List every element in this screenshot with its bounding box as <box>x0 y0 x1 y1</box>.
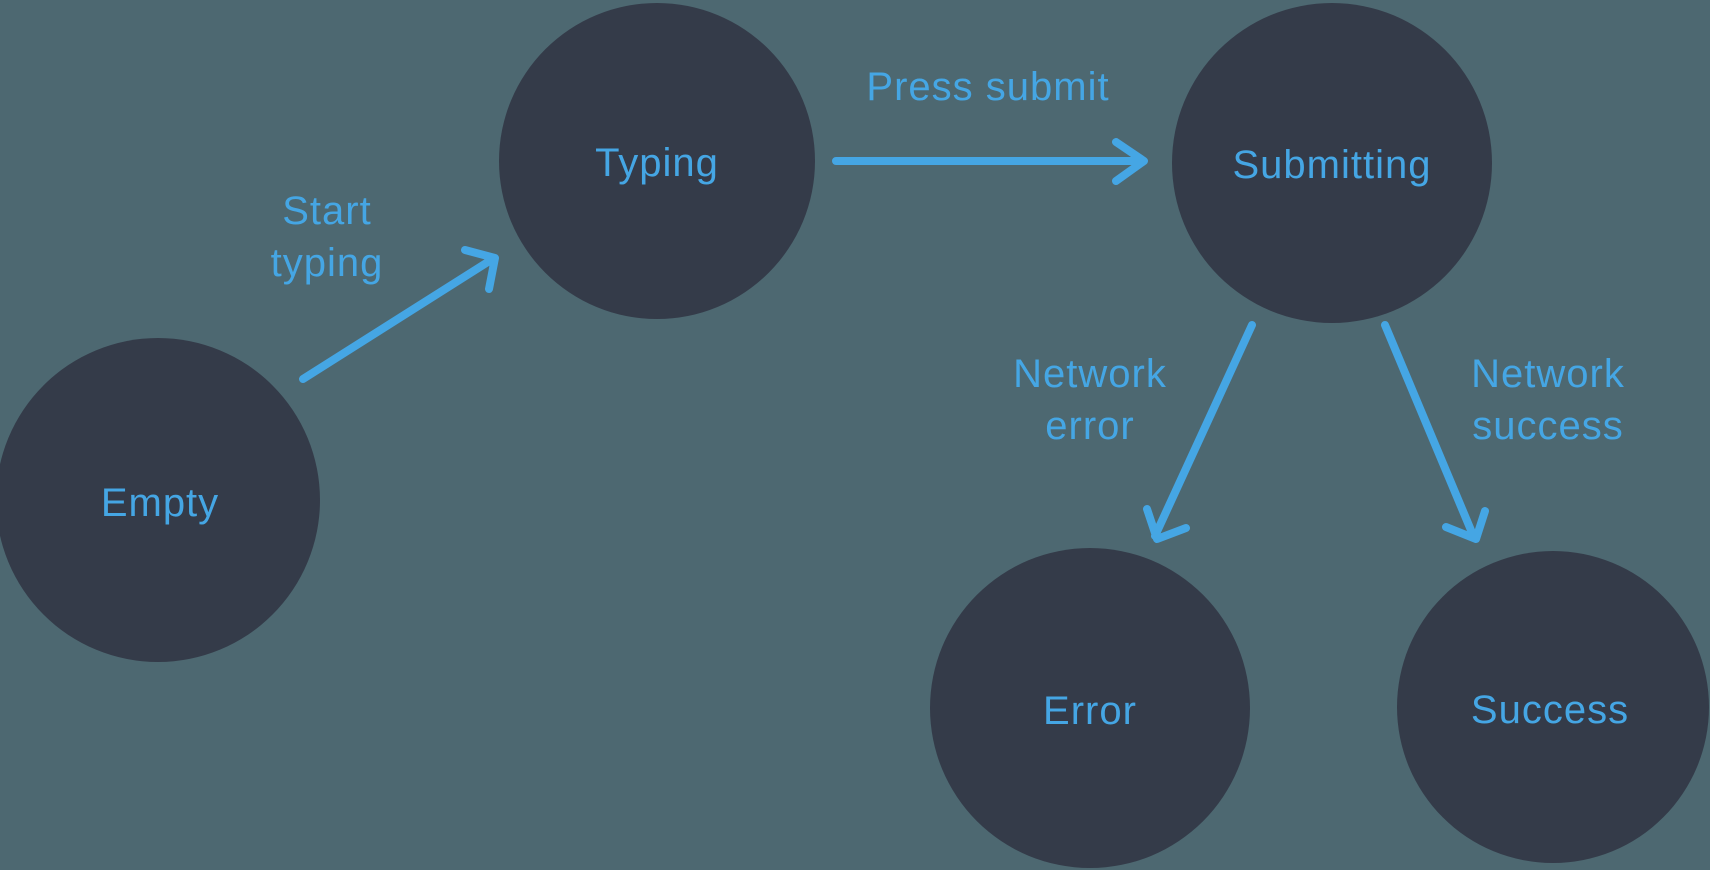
arrow-typing-to-submitting <box>832 138 1148 185</box>
edge-label-start-typing-line1: Start <box>282 189 371 233</box>
state-node-error: Error <box>930 548 1250 868</box>
state-node-typing: Typing <box>499 3 815 319</box>
state-node-empty: Empty <box>0 338 320 662</box>
state-node-success: Success <box>1397 551 1709 863</box>
state-node-submitting: Submitting <box>1172 3 1492 323</box>
state-label-error: Error <box>1043 689 1137 733</box>
edge-label-network-success-line2: success <box>1472 404 1624 448</box>
arrow-submitting-to-success <box>1381 321 1489 543</box>
state-label-empty: Empty <box>101 481 219 525</box>
state-circle-typing <box>499 3 815 319</box>
state-circle-error <box>930 548 1250 868</box>
state-label-typing: Typing <box>595 141 719 185</box>
edge-label-press-submit: Press submit <box>866 65 1109 109</box>
edge-label-network-success-line1: Network <box>1471 352 1625 396</box>
state-label-success: Success <box>1471 688 1629 732</box>
edge-label-start-typing: Start typing <box>271 189 384 285</box>
state-circle-success <box>1397 551 1709 863</box>
edge-label-network-success: Network success <box>1471 352 1625 448</box>
edge-label-press-submit-line1: Press submit <box>866 65 1109 109</box>
arrow-submitting-to-error <box>1143 321 1256 543</box>
edge-label-start-typing-line2: typing <box>271 241 384 285</box>
arrow-empty-to-typing <box>299 246 499 383</box>
state-label-submitting: Submitting <box>1233 143 1432 187</box>
edge-label-network-error-line2: error <box>1045 404 1134 448</box>
edge-label-network-error: Network error <box>1013 352 1167 448</box>
state-circle-submitting <box>1172 3 1492 323</box>
edge-label-network-error-line1: Network <box>1013 352 1167 396</box>
state-circle-empty <box>0 338 320 662</box>
